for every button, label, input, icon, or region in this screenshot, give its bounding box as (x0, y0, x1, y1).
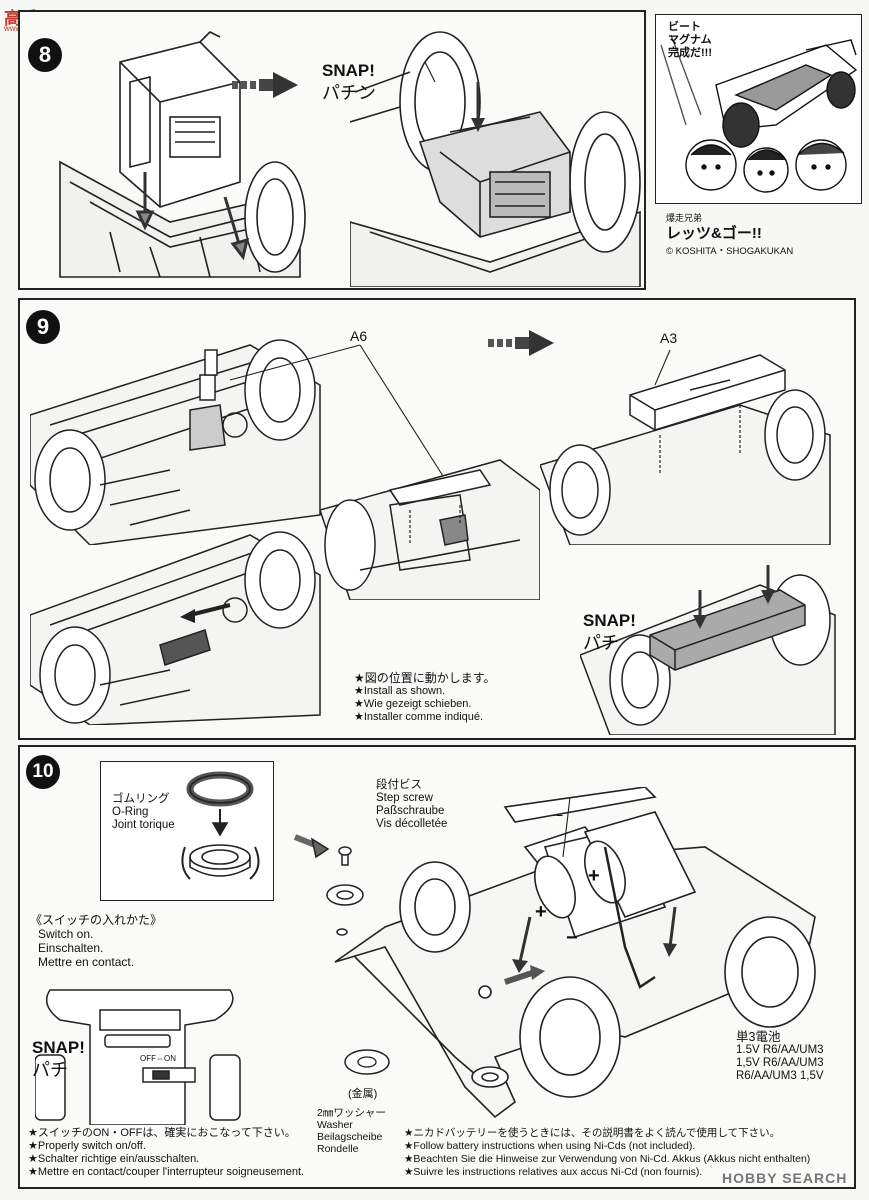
battery-install-illustration (334, 787, 816, 1119)
step10-panel: 10 ゴムリング O-Ring Joint torique 段付ビス Step … (18, 745, 856, 1189)
battery-notes: ★ニカドバッテリーを使うときには、その説明書をよく読んで使用して下さい。 ★Fo… (404, 1127, 810, 1179)
oring-label-en: O-Ring (112, 806, 149, 818)
oring-label-fr: Joint torique (112, 819, 175, 831)
switch-note-fr: ★Mettre en contact/couper l'interrupteur… (28, 1166, 305, 1178)
step8-snap-label: SNAP! パチン (322, 60, 376, 104)
battery-note-jp: ★ニカドバッテリーを使うときには、その説明書をよく読んで使用して下さい。 (404, 1127, 781, 1139)
battery-note-de: ★Beachten Sie die Hinweise zur Verwendun… (404, 1153, 811, 1165)
switch-snap-label: SNAP! パチ (32, 1037, 85, 1081)
manga-speech-bubble: ビート マグナム 完成だ!!! (668, 21, 712, 60)
switch-de: Einschalten. (38, 941, 104, 955)
step9-note-jp: ★図の位置に動かします。 (354, 671, 496, 685)
step8-snap-jp: パチン (322, 83, 376, 103)
washer-de: Beilagscheibe (317, 1131, 383, 1143)
step9-chassis-shifted-illustration (30, 531, 321, 725)
battery-spec-2: 1,5V R6/AA/UM3 (736, 1057, 824, 1069)
switch-note-de: ★Schalter richtige ein/ausschalten. (28, 1153, 200, 1165)
step9-sequence-arrow (488, 330, 554, 356)
battery-minus-1: − (566, 927, 578, 949)
screw-washer-stack-illustration (293, 834, 364, 936)
manga-speech-line-2: マグナム (668, 34, 712, 46)
step-screw-de: Paßschraube (376, 805, 445, 817)
manga-copyright: © KOSHITA・SHOGAKUKAN (666, 246, 794, 257)
step9-snap-en: SNAP! (583, 611, 636, 630)
oring-label-jp: ゴムリング (112, 793, 170, 805)
step9-note-de: ★Wie gezeigt schieben. (354, 698, 472, 710)
battery-note-en: ★Follow battery instructions when using … (404, 1140, 696, 1152)
step9-part-a3: A3 (660, 330, 678, 346)
step9-snap-jp: パチ (583, 633, 619, 653)
switch-off-on-label: OFF⇔ON (140, 1054, 176, 1063)
switch-en: Switch on. (38, 927, 94, 941)
step8-badge: 8 (28, 38, 62, 72)
step9-panel: 9 A6 (18, 298, 856, 740)
step9-snap-label: SNAP! パチ (583, 610, 636, 654)
manga-race-car-illustration (660, 34, 858, 193)
metal-label: (金属) (348, 1088, 378, 1100)
step8-motor-snapped-illustration (350, 31, 641, 287)
step-screw-jp: 段付ビス (376, 779, 422, 791)
switch-instructions: 《スイッチの入れかた》 Switch on. Einschalten. Mett… (30, 913, 162, 969)
switch-notes: ★スイッチのON・OFFは、確実におこなって下さい。 ★Properly swi… (28, 1127, 304, 1179)
step9-note-fr: ★Installer comme indiqué. (354, 711, 484, 723)
step9-chassis-top-illustration (30, 339, 321, 545)
step-screw-en: Step screw (376, 792, 433, 804)
battery-spec-1: 1.5V R6/AA/UM3 (736, 1044, 824, 1056)
switch-snap-en: SNAP! (32, 1038, 85, 1057)
switch-title: 《スイッチの入れかた》 (30, 913, 163, 927)
step9-a6-leader-line (229, 344, 456, 496)
oring-illustration (181, 771, 260, 880)
step-screw-label: 段付ビス Step screw Paßschraube Vis décollet… (376, 779, 447, 831)
metal-washer-illustration (344, 1049, 390, 1075)
step-screw-fr: Vis décolletée (376, 818, 448, 830)
oring-label: ゴムリング O-Ring Joint torique (112, 793, 175, 832)
step9-a3-cover-illustration (540, 349, 831, 545)
battery-plus-2: + (588, 865, 600, 887)
manga-promo-panel: ビート マグナム 完成だ!!! (655, 14, 862, 204)
battery-note-fr: ★Suivre les instructions relatives aux a… (404, 1166, 703, 1178)
step9-a6-install-illustration (320, 459, 540, 600)
battery-jp: 単3電池 (736, 1030, 781, 1044)
washer-fr: Rondelle (317, 1143, 359, 1155)
step8-snap-en: SNAP! (322, 61, 375, 80)
battery-plus-1: + (535, 901, 547, 923)
washer-label: 2㎜ワッシャー Washer Beilagscheibe Rondelle (317, 1107, 386, 1155)
step8-panel: 8 SNAP! (18, 10, 646, 290)
battery-label: 単3電池 1.5V R6/AA/UM3 1,5V R6/AA/UM3 R6/AA… (736, 1031, 824, 1083)
switch-chassis-illustration (35, 989, 241, 1125)
manga-series-title: レッツ&ゴー!! (666, 225, 762, 242)
step8-sequence-arrow (232, 72, 298, 98)
manga-speech-line-1: ビート (668, 21, 701, 33)
step10-badge: 10 (26, 755, 60, 789)
switch-fr: Mettre en contact. (38, 955, 135, 969)
switch-note-en: ★Properly switch on/off. (28, 1140, 146, 1152)
manga-series-small: 爆走兄弟 (666, 213, 703, 223)
manga-speech-line-3: 完成だ!!! (668, 47, 712, 59)
step9-note-en: ★Install as shown. (354, 685, 446, 697)
step9-a3-snapped-illustration (580, 565, 836, 735)
step9-badge: 9 (26, 310, 60, 344)
washer-en: Washer (317, 1119, 353, 1131)
step8-motor-install-illustration (59, 31, 306, 278)
switch-note-jp: ★スイッチのON・OFFは、確実におこなって下さい。 (28, 1127, 296, 1139)
battery-spec-3: R6/AA/UM3 1,5V (736, 1070, 824, 1082)
step9-part-a6: A6 (350, 328, 368, 344)
step9-notes: ★図の位置に動かします。 ★Install as shown. ★Wie gez… (354, 672, 496, 724)
switch-snap-jp: パチ (32, 1060, 68, 1080)
watermark-hobby-search: HOBBY SEARCH (722, 1170, 848, 1186)
washer-jp: 2㎜ワッシャー (317, 1107, 386, 1119)
